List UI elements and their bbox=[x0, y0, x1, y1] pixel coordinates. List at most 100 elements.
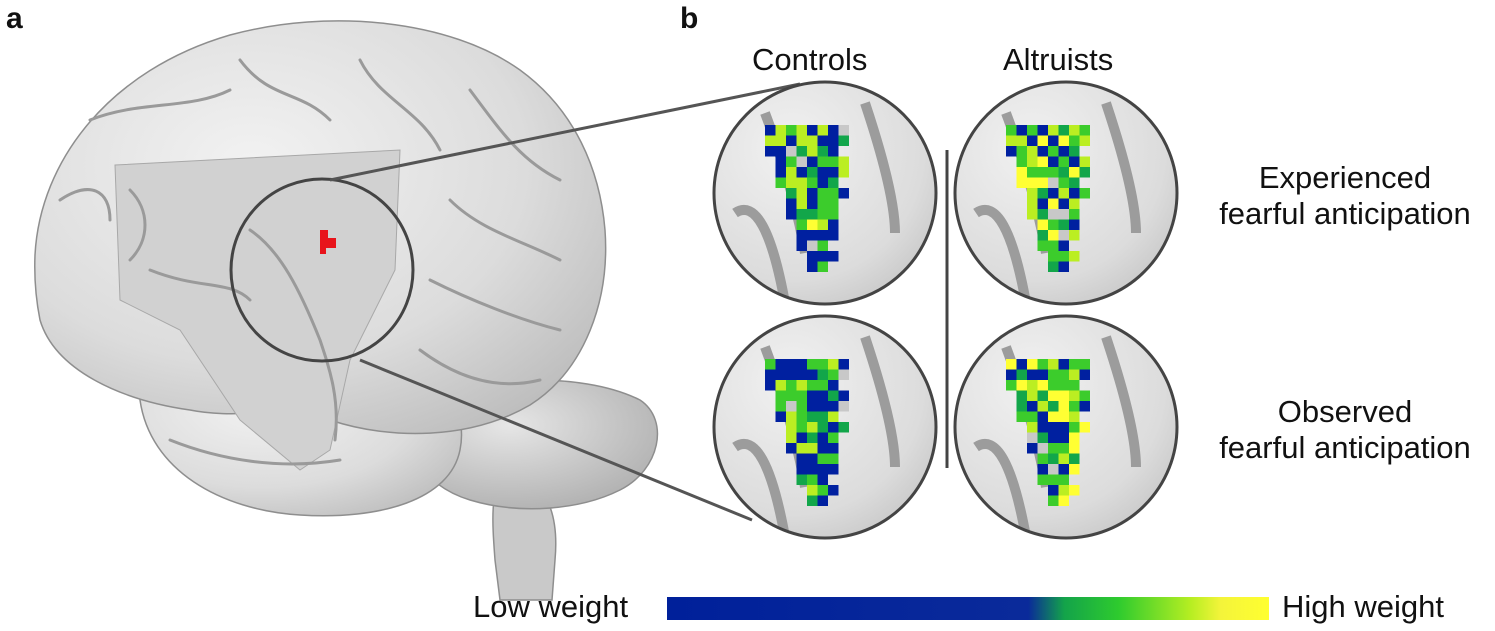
voxel bbox=[817, 464, 828, 475]
voxel bbox=[775, 135, 786, 146]
voxel bbox=[1069, 167, 1080, 178]
voxel bbox=[1048, 495, 1059, 506]
voxel bbox=[1079, 188, 1090, 199]
voxel bbox=[817, 198, 828, 209]
voxel bbox=[807, 125, 818, 136]
voxel bbox=[817, 188, 828, 199]
voxel bbox=[1069, 443, 1080, 454]
voxel bbox=[786, 369, 797, 380]
voxel bbox=[817, 422, 828, 433]
voxel bbox=[828, 380, 839, 391]
voxel bbox=[1048, 474, 1059, 485]
colorbar-high-label: High weight bbox=[1282, 589, 1444, 624]
voxel bbox=[775, 401, 786, 412]
voxel bbox=[1027, 411, 1038, 422]
voxel bbox=[828, 485, 839, 496]
voxel bbox=[1048, 464, 1059, 475]
voxel bbox=[1069, 464, 1080, 475]
voxel bbox=[1048, 177, 1059, 188]
voxel bbox=[807, 411, 818, 422]
voxel bbox=[796, 146, 807, 157]
voxel bbox=[1048, 219, 1059, 230]
voxel bbox=[1048, 453, 1059, 464]
connector-line-bottom bbox=[359, 358, 753, 522]
voxel bbox=[1058, 261, 1069, 272]
voxel bbox=[828, 230, 839, 241]
voxel bbox=[1037, 401, 1048, 412]
voxel bbox=[1037, 432, 1048, 443]
voxel bbox=[828, 443, 839, 454]
voxel bbox=[1048, 135, 1059, 146]
voxel bbox=[1048, 411, 1059, 422]
voxel bbox=[828, 251, 839, 262]
voxel bbox=[1037, 209, 1048, 220]
voxel bbox=[807, 432, 818, 443]
voxel bbox=[1058, 485, 1069, 496]
voxel bbox=[1048, 198, 1059, 209]
voxel bbox=[807, 209, 818, 220]
voxel bbox=[838, 167, 849, 178]
voxel bbox=[1058, 369, 1069, 380]
voxel bbox=[1006, 369, 1017, 380]
zoom-circle-border bbox=[953, 314, 1179, 540]
voxel bbox=[1037, 156, 1048, 167]
voxel bbox=[796, 230, 807, 241]
voxel bbox=[828, 167, 839, 178]
fold bbox=[973, 438, 1031, 538]
voxel bbox=[796, 401, 807, 412]
voxel bbox=[1048, 359, 1059, 370]
voxel bbox=[765, 125, 776, 136]
column-header-controls: Controls bbox=[752, 42, 868, 77]
voxel bbox=[775, 146, 786, 157]
voxel bbox=[807, 443, 818, 454]
row-label-experienced-line2: fearful anticipation bbox=[1219, 195, 1471, 231]
voxel bbox=[786, 359, 797, 370]
voxel bbox=[1016, 359, 1027, 370]
zoom-circle-controls-observed bbox=[712, 314, 938, 540]
voxel bbox=[1006, 380, 1017, 391]
voxel bbox=[828, 146, 839, 157]
fold bbox=[732, 204, 790, 304]
voxel bbox=[1058, 219, 1069, 230]
voxel bbox=[1027, 146, 1038, 157]
voxel bbox=[1079, 167, 1090, 178]
zoom-circle-border bbox=[953, 80, 1179, 306]
row-label-experienced-line1: Experienced bbox=[1258, 160, 1432, 195]
voxel bbox=[775, 167, 786, 178]
voxel bbox=[1069, 401, 1080, 412]
voxel bbox=[1079, 156, 1090, 167]
voxel bbox=[807, 401, 818, 412]
voxel bbox=[786, 401, 797, 412]
voxel bbox=[796, 411, 807, 422]
voxel bbox=[817, 401, 828, 412]
voxel bbox=[1069, 209, 1080, 220]
voxel bbox=[1058, 198, 1069, 209]
voxel bbox=[1027, 198, 1038, 209]
colorbar bbox=[667, 597, 1269, 620]
voxel bbox=[796, 380, 807, 391]
voxel bbox=[796, 198, 807, 209]
voxel bbox=[1079, 401, 1090, 412]
zoom-circle-border bbox=[712, 80, 938, 306]
voxel bbox=[1037, 359, 1048, 370]
voxel bbox=[786, 198, 797, 209]
voxel bbox=[1037, 167, 1048, 178]
voxel bbox=[1027, 156, 1038, 167]
voxel bbox=[838, 125, 849, 136]
voxel bbox=[838, 135, 849, 146]
voxel bbox=[1037, 380, 1048, 391]
voxel bbox=[817, 156, 828, 167]
voxel bbox=[1069, 146, 1080, 157]
voxel bbox=[796, 390, 807, 401]
voxel bbox=[1058, 390, 1069, 401]
voxel bbox=[1006, 135, 1017, 146]
voxel bbox=[1048, 156, 1059, 167]
voxel bbox=[828, 464, 839, 475]
voxel bbox=[828, 177, 839, 188]
voxel bbox=[1079, 422, 1090, 433]
voxel bbox=[807, 219, 818, 230]
voxel bbox=[1058, 422, 1069, 433]
voxel bbox=[817, 432, 828, 443]
insula-highlight bbox=[320, 230, 336, 254]
